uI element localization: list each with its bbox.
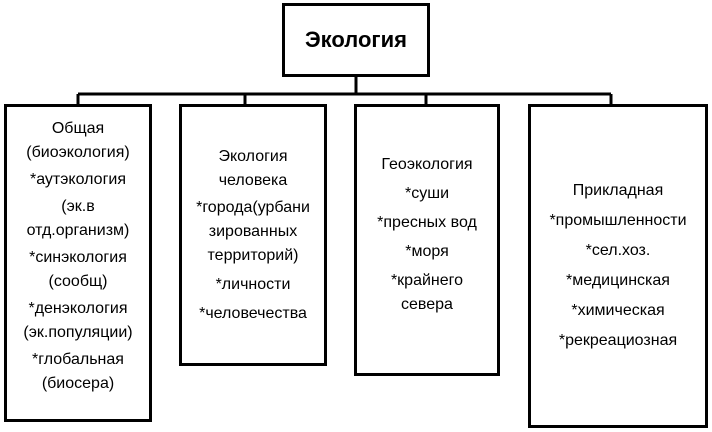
column-human-line: человека [218,172,288,189]
root-title: Экология [305,27,407,52]
column-human-line: *личности [215,276,291,293]
column-general-line: (эк.популяции) [23,324,133,341]
column-general-line: отд.организм) [26,222,130,239]
column-applied-line: *промышленности [549,212,687,229]
column-human-line: *человечества [199,305,307,322]
column-general-line: (сообщ) [48,273,108,290]
column-human-line: территорий) [207,247,299,264]
column-geo: Геоэкология *суши *пресных вод *моря *кр… [354,104,500,376]
column-general-line: (эк.в [61,198,95,215]
column-applied-line: *сел.хоз. [585,242,651,259]
column-human-line: зированных [208,223,298,240]
column-general-line: *глобальная [32,351,124,368]
column-human-line: Экология [218,148,288,165]
column-general-line: *синэкология [29,249,127,266]
root-box: Экология [282,3,430,77]
column-human: Экология человека *города(урбани зирован… [179,104,327,366]
column-applied: Прикладная *промышленности *сел.хоз. *ме… [528,104,708,428]
column-geo-line: *моря [405,243,449,260]
column-geo-line: *суши [405,185,449,202]
column-applied-line: *рекреациозная [558,332,678,349]
column-general-line: (биоэкология) [26,144,130,161]
column-applied-line: *медицинская [566,272,670,289]
column-geo-line: Геоэкология [381,156,473,173]
column-general-line: *денэкология [28,300,128,317]
column-human-line: *города(урбани [196,199,310,216]
column-geo-line: севера [401,296,453,313]
column-applied-line: Прикладная [572,182,664,199]
column-general: Общая (биоэкология) *аутэкология (эк.в о… [4,104,152,422]
column-applied-line: *химическая [571,302,665,319]
column-general-line: *аутэкология [29,171,126,188]
column-geo-line: *крайнего [390,272,464,289]
column-general-line: Общая [51,120,105,137]
column-general-line: (биосера) [41,375,115,392]
column-geo-line: *пресных вод [377,214,477,231]
